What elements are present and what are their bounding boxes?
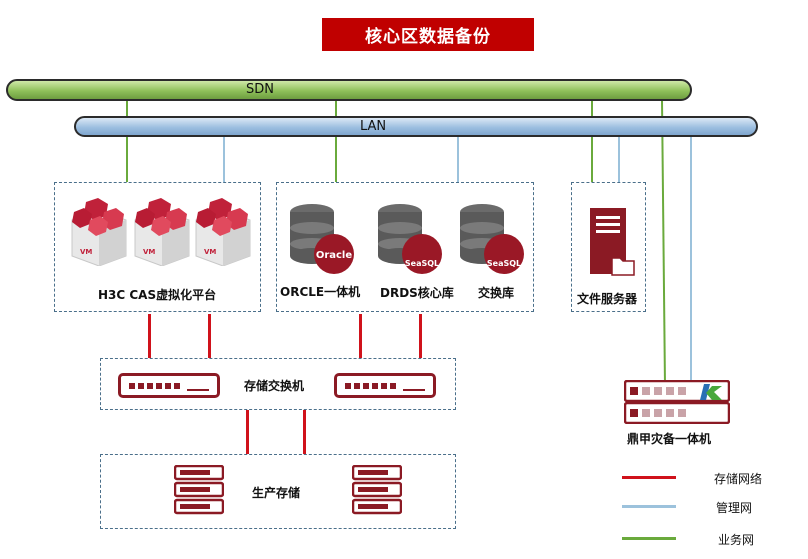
diagram-title: 核心区数据备份 bbox=[322, 18, 534, 51]
vm-server-icon-3: VM bbox=[195, 198, 251, 266]
legend-storage-line bbox=[622, 476, 676, 479]
drds-database-icon: SeaSQL bbox=[378, 204, 442, 274]
storage-switch-right bbox=[334, 373, 436, 398]
sdn-link-virtualization bbox=[126, 100, 128, 182]
drds-core-db-label: DRDS核心库 bbox=[380, 286, 454, 300]
database-group bbox=[276, 182, 534, 312]
svg-text:SeaSQL: SeaSQL bbox=[487, 259, 521, 268]
storage-link-6 bbox=[303, 410, 306, 454]
legend-management-line bbox=[622, 505, 676, 508]
sdn-network-bus bbox=[6, 79, 692, 101]
lan-network-bus bbox=[74, 116, 758, 137]
switch-ports-icon bbox=[129, 383, 209, 391]
legend-storage-label: 存储网络 bbox=[714, 472, 763, 486]
svg-text:Oracle: Oracle bbox=[316, 250, 353, 261]
storage-link-3 bbox=[359, 314, 362, 358]
exchange-database-icon: SeaSQL bbox=[460, 204, 524, 274]
sdn-link-database bbox=[335, 100, 337, 182]
sdn-label: SDN bbox=[246, 82, 274, 97]
oracle-database-icon: Oracle bbox=[290, 204, 354, 274]
storage-link-4 bbox=[419, 314, 422, 358]
oracle-appliance-label: ORCLE一体机 bbox=[280, 285, 361, 299]
file-server-icon bbox=[590, 208, 635, 276]
legend-business-label: 业务网 bbox=[718, 533, 755, 547]
storage-link-2 bbox=[208, 314, 211, 358]
virtualization-group bbox=[54, 182, 261, 312]
vm-server-icon-1: VM bbox=[71, 198, 127, 266]
lan-link-database bbox=[457, 136, 459, 182]
virtualization-platform-label: H3C CAS虚拟化平台 bbox=[98, 288, 217, 302]
storage-switch-group bbox=[100, 358, 456, 410]
storage-link-5 bbox=[246, 410, 249, 454]
svg-text:VM: VM bbox=[143, 248, 155, 256]
exchange-db-label: 交换库 bbox=[478, 286, 515, 300]
sdn-link-backup bbox=[661, 99, 666, 380]
file-server-label: 文件服务器 bbox=[577, 292, 638, 306]
storage-link-1 bbox=[148, 314, 151, 358]
sdn-link-file-server bbox=[591, 100, 593, 182]
storage-array-icon-left bbox=[174, 465, 224, 515]
legend-business-line bbox=[622, 537, 676, 540]
switch-ports-icon bbox=[345, 383, 425, 391]
production-storage-group bbox=[100, 454, 456, 529]
vm-server-icon-2: VM bbox=[134, 198, 190, 266]
lan-link-backup bbox=[690, 136, 692, 380]
storage-switch-label: 存储交换机 bbox=[244, 379, 305, 393]
storage-array-icon-right bbox=[352, 465, 402, 515]
svg-text:VM: VM bbox=[204, 248, 216, 256]
file-server-group bbox=[571, 182, 646, 312]
legend-management-label: 管理网 bbox=[716, 501, 753, 515]
lan-label: LAN bbox=[360, 119, 387, 134]
storage-switch-left bbox=[118, 373, 220, 398]
production-storage-label: 生产存储 bbox=[252, 486, 301, 500]
lan-link-file-server bbox=[618, 136, 620, 182]
backup-appliance-icon bbox=[624, 380, 730, 424]
svg-text:SeaSQL: SeaSQL bbox=[405, 259, 439, 268]
backup-appliance-label: 鼎甲灾备一体机 bbox=[627, 432, 712, 446]
lan-link-virtualization bbox=[223, 136, 225, 182]
svg-text:VM: VM bbox=[80, 248, 92, 256]
